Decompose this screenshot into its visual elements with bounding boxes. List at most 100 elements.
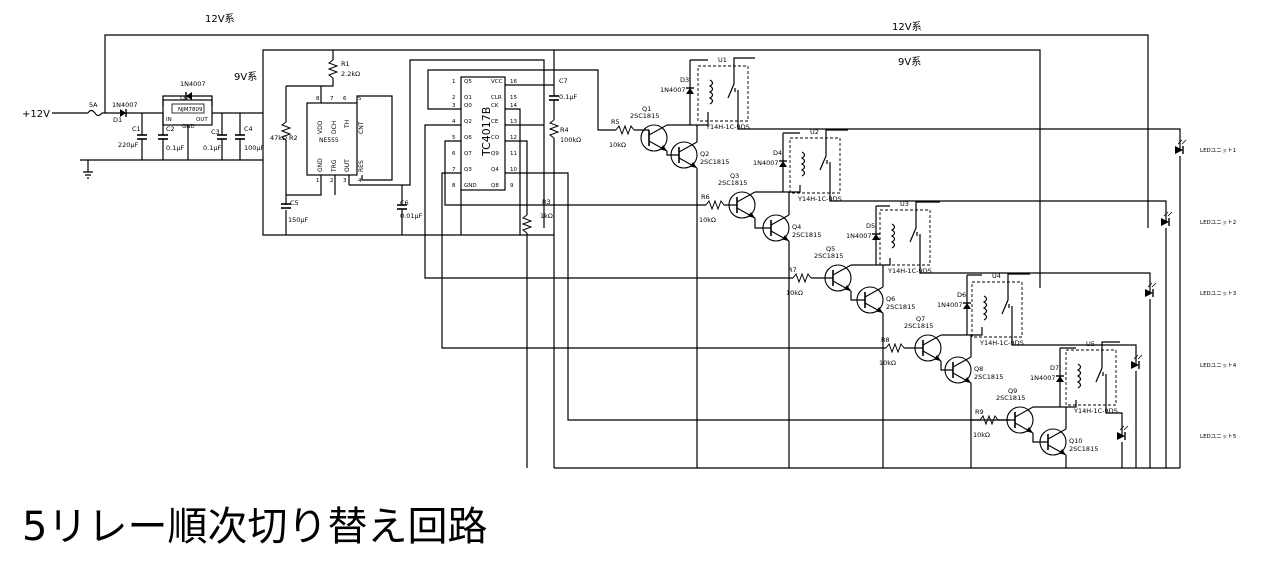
page-title: 5リレー順次切り替え回路 xyxy=(22,504,488,550)
transistor-ref: Q7 xyxy=(916,315,925,323)
regulator-out: OUT xyxy=(196,117,208,123)
r2-value: 47kΩ xyxy=(270,134,287,142)
resistor-value: 10kΩ xyxy=(879,359,896,367)
r4-ref: R4 xyxy=(560,126,569,134)
ne555-pin2: 2 xyxy=(330,178,334,184)
transistor-ref: Q1 xyxy=(642,105,651,113)
relay-stage-5: R910kΩQ92SC1815Q102SC1815D71N4007U5Y14H-… xyxy=(970,340,1123,468)
rail-12v xyxy=(104,34,1149,228)
tc4017-left-pin-num: 7 xyxy=(452,167,456,173)
c4-ref: C4 xyxy=(244,125,253,133)
relay-ref: U3 xyxy=(900,200,909,208)
regulator-in: IN xyxy=(166,117,172,123)
transistor-ref: Q4 xyxy=(792,223,801,231)
tc4017-left-pin-label: Q5 xyxy=(464,79,472,85)
transistor-ref: Q5 xyxy=(826,245,835,253)
d2-ref: D2 xyxy=(180,94,189,102)
d1-ref: D1 xyxy=(113,116,122,124)
tc4017-left-pin-num: 4 xyxy=(452,119,456,125)
transistor-ref: Q10 xyxy=(1069,437,1082,445)
diode-part: 1N4007 xyxy=(1030,374,1056,382)
relay-part: Y14H-1C-9DS xyxy=(979,339,1024,347)
relay-stage-2: R610kΩQ32SC1815Q42SC1815D41N4007U2Y14H-1… xyxy=(696,128,1167,468)
tc4017-right-pin-num: 16 xyxy=(510,79,517,85)
relay-ref: U4 xyxy=(992,272,1001,280)
fuse-label: 5A xyxy=(89,101,98,109)
tc4017-left-pin-label: GND xyxy=(464,183,477,189)
tc4017-left-pin-num: 6 xyxy=(452,151,456,157)
ground-symbol xyxy=(83,160,93,179)
c1-ref: C1 xyxy=(132,125,141,133)
tc4017-right-pin-label: CE xyxy=(491,119,499,125)
resistor-value: 10kΩ xyxy=(699,216,716,224)
relay-ref: U1 xyxy=(718,56,727,64)
resistor-ref: R7 xyxy=(788,266,797,274)
ne555-trg: TRG xyxy=(331,159,338,173)
c3-ref: C3 xyxy=(211,128,220,136)
tc4017-left-pin-label: Q0 xyxy=(464,103,472,109)
diode-ref: D6 xyxy=(957,291,966,299)
resistor-value: 10kΩ xyxy=(973,431,990,439)
diode-part: 1N4007 xyxy=(753,159,779,167)
transistor-part: 2SC1815 xyxy=(814,252,843,260)
c2-value: 0.1μF xyxy=(166,144,184,152)
tc4017-left-pin-label: Q3 xyxy=(464,167,472,173)
ne555-pin6: 6 xyxy=(343,96,347,102)
led-unit-label: LEDユニット5 xyxy=(1200,433,1237,440)
transistor-ref: Q3 xyxy=(730,172,739,180)
d1-part: 1N4007 xyxy=(112,101,138,109)
resistor-ref: R5 xyxy=(611,118,620,126)
r3-ref: R3 xyxy=(542,198,551,206)
relay-box-u1 xyxy=(697,65,749,122)
tc4017-left-pin-label: Q6 xyxy=(464,135,472,141)
fuse-symbol xyxy=(87,109,103,117)
c1-value: 220μF xyxy=(118,141,139,149)
ground-return xyxy=(262,113,554,236)
r2-ref: R2 xyxy=(289,134,298,142)
ne555-pin3: 3 xyxy=(343,178,347,184)
ne555-pin4: 4 xyxy=(358,178,362,184)
ne555-chip xyxy=(306,102,358,176)
c6-value: 0.01μF xyxy=(400,212,423,220)
diode-ref: D7 xyxy=(1050,364,1059,372)
tc4017-right-pin-num: 9 xyxy=(510,183,514,189)
tc4017-right-pin-label: CK xyxy=(491,103,499,109)
relay-part: Y14H-1C-9DS xyxy=(1073,407,1118,415)
transistor-part: 2SC1815 xyxy=(1069,445,1098,453)
c2-ref: C2 xyxy=(166,125,175,133)
ne555-name: NE555 xyxy=(319,137,339,144)
ne555-cnt: CNT xyxy=(358,121,365,134)
resistor-value: 10kΩ xyxy=(609,141,626,149)
rail-12v-label-left: 12V系 xyxy=(205,13,235,25)
tc4017-left-pin-num: 3 xyxy=(452,103,456,109)
resistor-value: 10kΩ xyxy=(786,289,803,297)
tc4017-chip xyxy=(460,76,506,191)
ne555-pin8: 8 xyxy=(316,96,320,102)
led-unit-label: LEDユニット3 xyxy=(1200,290,1237,297)
tc4017-right-pin-label: Q8 xyxy=(491,183,499,189)
relay-ref: U5 xyxy=(1086,340,1095,348)
tc4017-right-pin-num: 15 xyxy=(510,95,517,101)
tc4017-right-pin-num: 11 xyxy=(510,151,517,157)
rail-9v-label-left: 9V系 xyxy=(234,71,257,83)
transistor-part: 2SC1815 xyxy=(974,373,1003,381)
tc4017-right-pin-label: Q4 xyxy=(491,167,499,173)
ne555-out: OUT xyxy=(344,159,351,172)
tc4017-left-pin-num: 1 xyxy=(452,79,456,85)
diode-part: 1N4007 xyxy=(937,301,963,309)
tc4017-left-pin-label: Q7 xyxy=(464,151,472,157)
ne555-res: RES xyxy=(358,160,365,172)
c7-value: 0.1μF xyxy=(559,93,577,101)
circuit-schematic: R510kΩQ12SC1815Q22SC1815D31N4007U1Y14H-1… xyxy=(22,13,1237,469)
ne555-th: TH xyxy=(344,120,351,129)
tc4017-right-pin-label: CLR xyxy=(491,95,502,101)
ne555-vdd: VDD xyxy=(317,120,324,134)
tc4017-right-pin-num: 10 xyxy=(510,167,517,173)
r4-value: 100kΩ xyxy=(560,136,581,144)
relay-box-u5 xyxy=(1065,349,1117,406)
led-unit-label: LEDユニット1 xyxy=(1200,147,1236,154)
led-unit-3: LEDユニット3 xyxy=(1144,282,1237,468)
rail-12v-label-right: 12V系 xyxy=(892,21,922,33)
relay-box-u4 xyxy=(971,281,1023,338)
ne555-gnd: GND xyxy=(317,158,324,172)
